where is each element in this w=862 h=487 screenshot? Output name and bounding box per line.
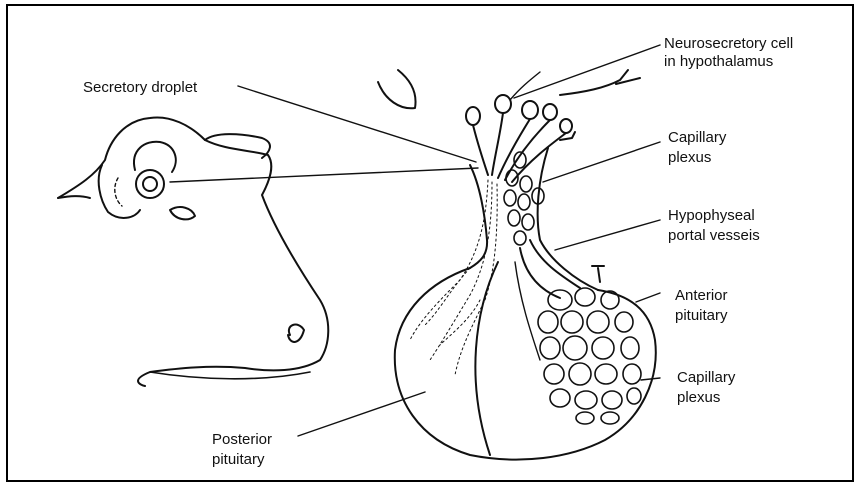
label-anterior-pituitary: Anterior: [675, 286, 728, 306]
pituitary-gland-drawing: [395, 262, 656, 460]
label-anterior-pituitary-2: pituitary: [675, 306, 728, 326]
label-posterior-pituitary: Posterior: [212, 430, 272, 450]
label-capillary-plexus-top: Capillary: [668, 128, 726, 148]
cow-head-drawing: [58, 117, 328, 386]
capillary-network-bottom: [538, 288, 641, 424]
label-hypophyseal-portal-2: portal vesseis: [668, 226, 760, 246]
pituitary-stalk-drawing: [378, 70, 640, 290]
label-capillary-plexus-bottom-2: plexus: [677, 388, 720, 408]
label-capillary-plexus-top-2: plexus: [668, 148, 711, 168]
label-neurosecretory-cell-2: in hypothalamus: [664, 52, 773, 72]
label-secretory-droplet: Secretory droplet: [83, 78, 197, 98]
label-neurosecretory-cell: Neurosecretory cell: [664, 34, 793, 54]
neurosecretory-cells: [466, 72, 572, 182]
label-capillary-plexus-bottom: Capillary: [677, 368, 735, 388]
label-posterior-pituitary-2: pituitary: [212, 450, 265, 470]
label-hypophyseal-portal: Hypophyseal: [668, 206, 755, 226]
